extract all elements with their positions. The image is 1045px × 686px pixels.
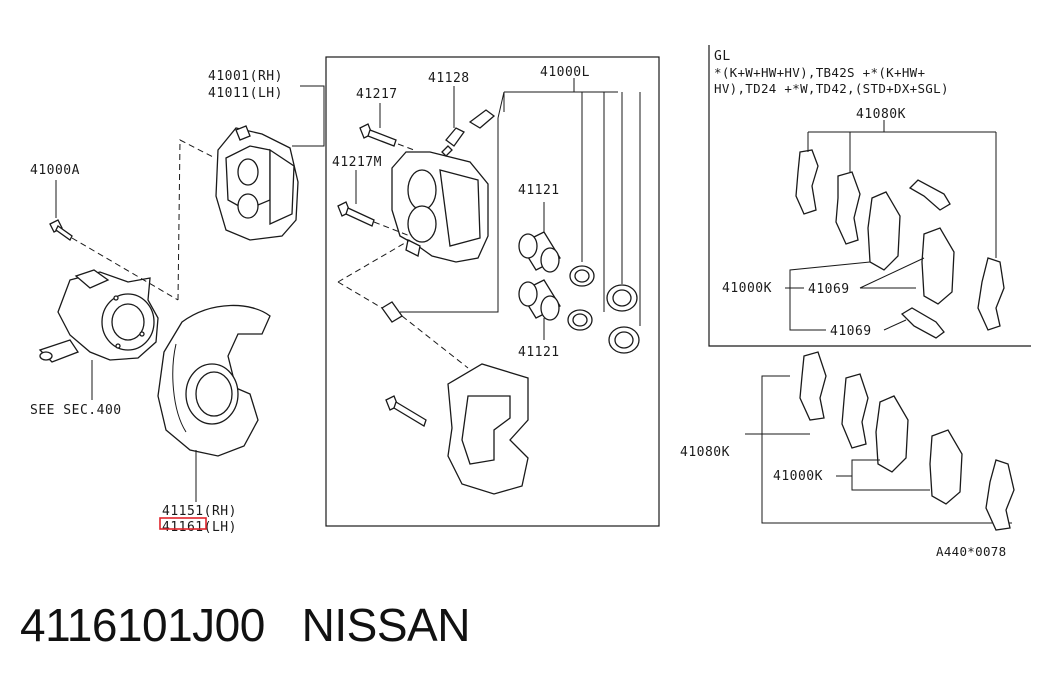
torque-member-illustration	[447, 363, 529, 495]
piston-41121-top-illustration	[518, 231, 561, 273]
piston-seal-illustration	[567, 265, 595, 331]
pad-kit-frame-bottom-bracket	[761, 375, 1012, 524]
label-41001-rh: 41001(RH)	[208, 69, 283, 84]
label-41128: 41128	[428, 71, 470, 86]
pad-kit-frame-top	[708, 45, 1031, 347]
guide-pin-illustration	[381, 301, 403, 323]
bolt-41217-illustration	[359, 123, 397, 147]
label-gl: GL	[714, 49, 731, 64]
part-number-caption: 4116101J00 NISSAN	[20, 599, 470, 651]
shim-set-top-illustration	[795, 149, 1005, 331]
caliper-kit-frame	[325, 56, 660, 527]
slide-bolt-illustration	[385, 395, 427, 427]
note-line-2: HV),TD24 +*W,TD42,(STD+DX+SGL)	[714, 81, 949, 96]
caliper-body-illustration	[391, 151, 489, 263]
diagram-code: A440*0078	[936, 544, 1006, 559]
caliper-assembly-illustration	[215, 125, 299, 241]
label-41151-rh: 41151(RH)	[162, 504, 237, 519]
label-41000A: 41000A	[30, 163, 80, 178]
label-41217: 41217	[356, 87, 398, 102]
highlight-41161-box	[159, 517, 207, 530]
piston-41121-bottom-illustration	[518, 279, 561, 321]
baffle-plate-illustration	[157, 304, 271, 457]
bleeder-41128-illustration	[441, 109, 496, 157]
bolt-41217M-illustration	[337, 201, 375, 227]
note-line-1: *(K+W+HW+HV),TB42S +*(K+HW+	[714, 65, 925, 80]
dust-boot-illustration	[606, 284, 640, 354]
label-see-sec-400: SEE SEC.400	[30, 403, 122, 418]
shim-set-bottom-illustration	[799, 351, 1015, 531]
label-41000K-bottom: 41000K	[773, 469, 823, 484]
bolt-41000A-illustration	[49, 219, 73, 241]
label-41080K-top: 41080K	[856, 107, 906, 122]
steering-knuckle-illustration	[38, 269, 159, 363]
label-41069-b: 41069	[830, 324, 872, 339]
pad-clip-illustration	[900, 179, 951, 339]
label-41069-a: 41069	[808, 282, 850, 297]
label-41121-top: 41121	[518, 183, 560, 198]
label-41000L: 41000L	[540, 65, 590, 80]
label-41121-bottom: 41121	[518, 345, 560, 360]
label-41000K-top: 41000K	[722, 281, 772, 296]
brake-pad-top-illustration	[867, 191, 955, 305]
label-41161-lh: 41161(LH)	[162, 520, 237, 535]
brake-pad-bottom-illustration	[875, 395, 963, 505]
label-41011-lh: 41011(LH)	[208, 86, 283, 101]
label-41217M: 41217M	[332, 155, 382, 170]
label-41080K-bottom: 41080K	[680, 445, 730, 460]
